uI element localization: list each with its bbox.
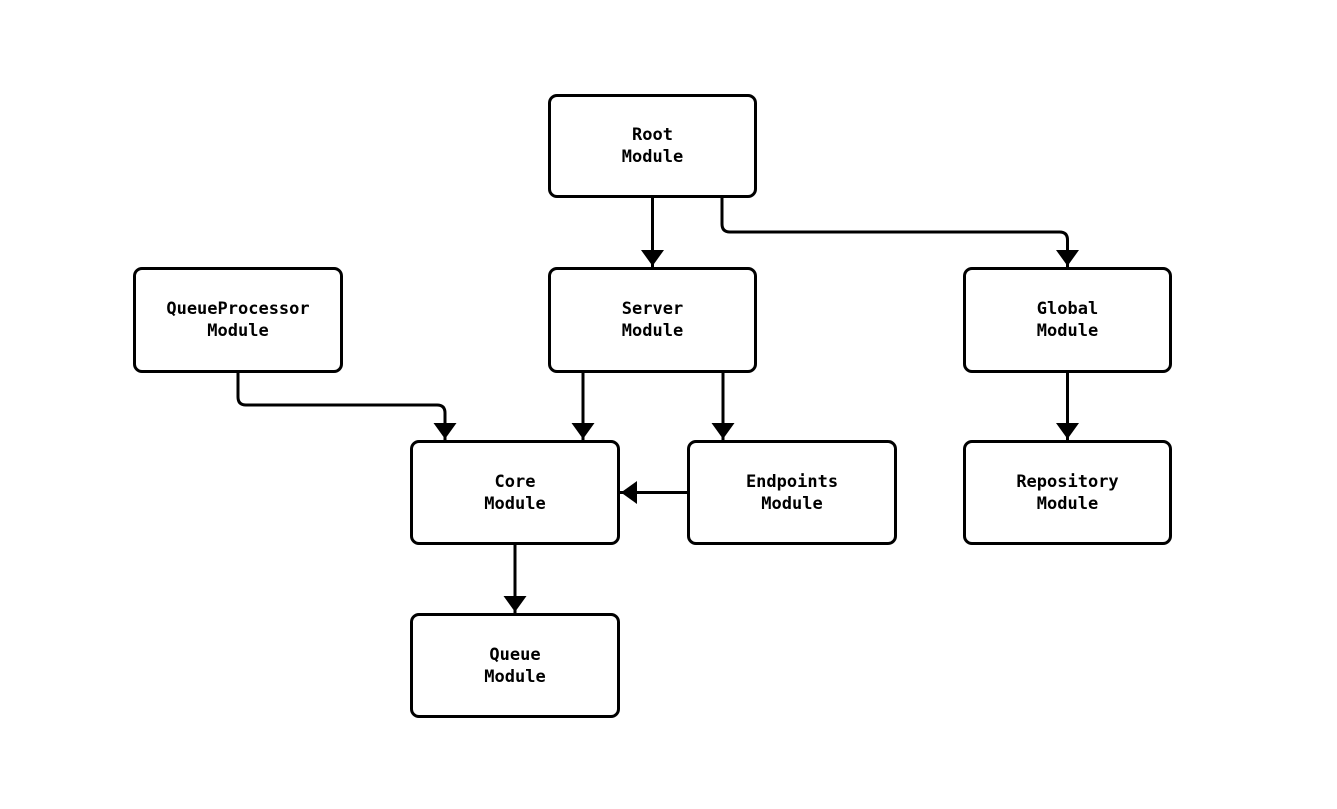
node-repository-module: Repository Module xyxy=(963,440,1172,545)
node-queueprocessor-module: QueueProcessor Module xyxy=(133,267,343,373)
node-repository-module-label: Repository Module xyxy=(1016,471,1119,514)
edge-queueprocessor-to-core xyxy=(236,371,457,441)
node-core-module: Core Module xyxy=(410,440,620,545)
node-endpoints-module: Endpoints Module xyxy=(687,440,897,545)
node-root-module: Root Module xyxy=(548,94,757,198)
node-server-module-label: Server Module xyxy=(621,299,684,341)
node-root-module-label: Root Module xyxy=(621,125,684,167)
node-core-module-label: Core Module xyxy=(484,471,546,514)
node-endpoints-module-label: Endpoints Module xyxy=(745,471,839,514)
node-server-module: Server Module xyxy=(548,267,757,373)
node-queueprocessor-module-label: QueueProcessor Module xyxy=(166,299,310,341)
node-global-module: Global Module xyxy=(963,267,1172,373)
node-global-module-label: Global Module xyxy=(1036,299,1099,341)
edge-root-to-global xyxy=(720,196,1079,268)
node-queue-module-label: Queue Module xyxy=(484,644,546,687)
node-queue-module: Queue Module xyxy=(410,613,620,718)
